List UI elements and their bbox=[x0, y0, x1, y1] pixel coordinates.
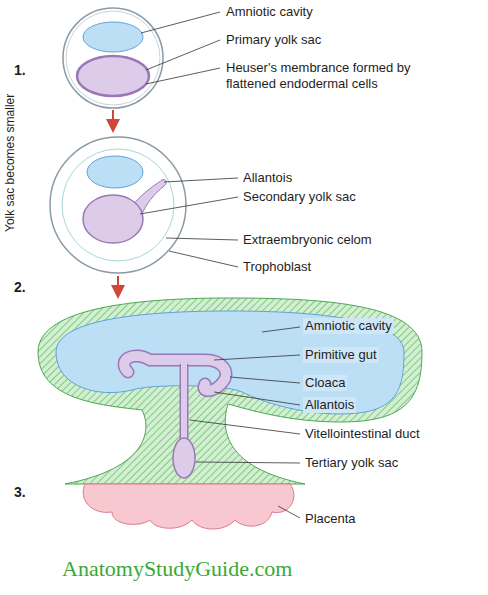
structure-label: Vitellointestinal duct bbox=[305, 426, 420, 442]
side-note: Yolk sac becomes smaller bbox=[2, 94, 18, 232]
structure-label: Trophoblast bbox=[243, 259, 311, 275]
stage-number: 3. bbox=[14, 484, 26, 500]
structure-label: Amniotic cavity bbox=[303, 318, 394, 334]
structure-label: Amniotic cavity bbox=[226, 4, 313, 20]
stage-number: 2. bbox=[14, 279, 26, 295]
structure-label: Cloaca bbox=[303, 375, 347, 391]
structure-label: Allantois bbox=[303, 397, 356, 413]
structure-label: Placenta bbox=[305, 511, 356, 527]
structure-label: Secondary yolk sac bbox=[243, 189, 356, 205]
structure-label: Primary yolk sac bbox=[226, 32, 321, 48]
stage-three bbox=[38, 298, 422, 529]
structure-label: Tertiary yolk sac bbox=[305, 455, 398, 471]
stage-one bbox=[63, 8, 220, 108]
structure-label: Primitive gut bbox=[303, 347, 379, 363]
stage-two bbox=[50, 137, 238, 273]
stage-number: 1. bbox=[14, 62, 26, 78]
watermark: AnatomyStudyGuide.com bbox=[62, 556, 292, 582]
structure-label: Extraembryonic celom bbox=[243, 232, 372, 248]
structure-label: Allantois bbox=[243, 170, 292, 186]
stage-arrow bbox=[112, 110, 114, 126]
stage-arrow bbox=[117, 276, 119, 292]
structure-label: Heuser's membrance formed by flattened e… bbox=[226, 60, 431, 92]
